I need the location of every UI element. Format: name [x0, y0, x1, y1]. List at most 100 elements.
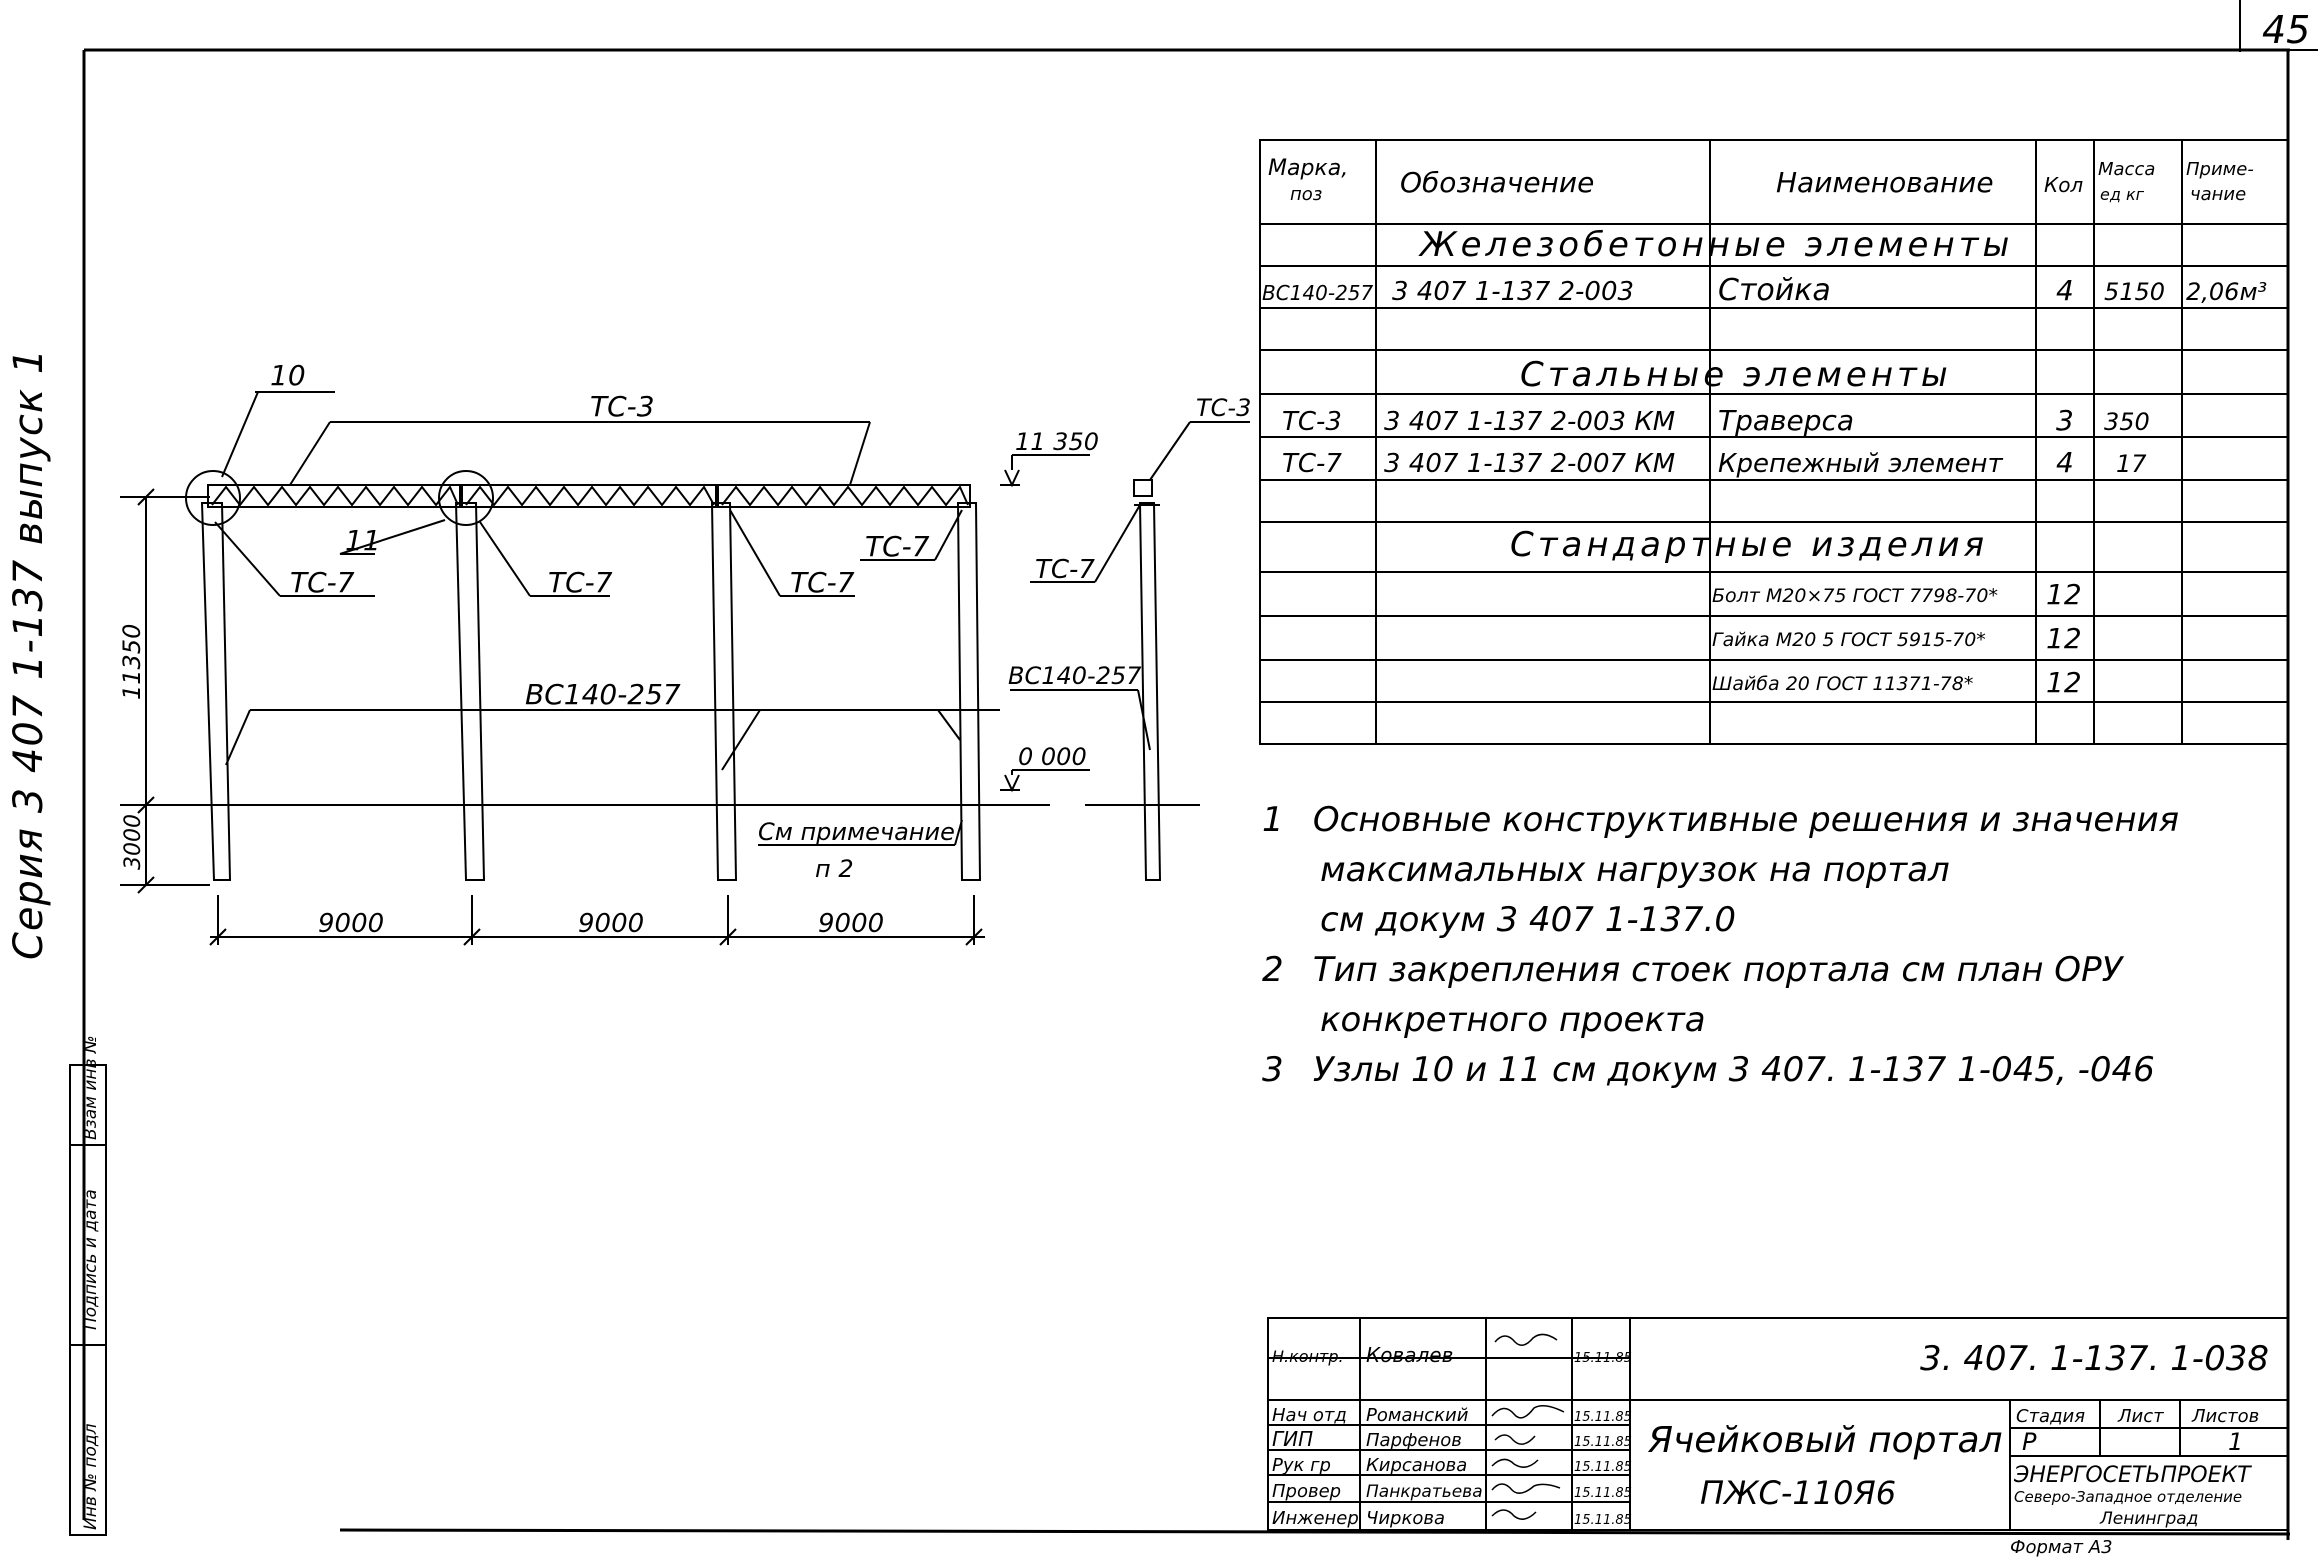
note-1-line-2: максимальных нагрузок на портал — [1320, 850, 1950, 890]
callout-node-10: 10 — [270, 359, 306, 392]
side-label-column: ВС140-257 — [1008, 662, 1142, 690]
row3-name: Крепежный элемент — [1718, 449, 2004, 479]
note-3-line-1: 3 Узлы 10 и 11 см докум 3 407. 1-137 1-0… — [1262, 1045, 2179, 1095]
dim-span-2: 9000 — [578, 909, 644, 939]
hdr-note-1: Приме- — [2186, 159, 2254, 180]
tb-org-1: ЭНЕРГОСЕТЬПРОЕКТ — [2013, 1463, 2252, 1488]
tb-role-5: Инженер — [1272, 1508, 1359, 1529]
row4-qty: 12 — [2046, 578, 2082, 611]
general-notes: 1 Основные конструктивные решения и знач… — [1262, 795, 2179, 1095]
tb-date-2: 15.11.85 — [1574, 1435, 1632, 1450]
hdr-name: Наименование — [1776, 166, 1994, 199]
note-1-line-1: 1 Основные конструктивные решения и знач… — [1262, 795, 2179, 845]
section-std: Стандартные изделия — [1510, 525, 1988, 565]
tb-date-5: 15.11.85 — [1574, 1513, 1632, 1528]
tb-role-1: Нач отд — [1272, 1405, 1347, 1426]
leader-lines — [214, 391, 1250, 846]
row6-name: Шайба 20 ГОСТ 11371-78* — [1712, 673, 1973, 695]
row1-mark: ВС140-257 — [1262, 281, 1374, 305]
tb-sheets-label: Листов — [2191, 1406, 2259, 1427]
tb-role-2: ГИП — [1272, 1427, 1313, 1451]
hdr-qty: Кол — [2044, 173, 2083, 197]
signature-marks — [1491, 1333, 1565, 1520]
dimension-lines — [120, 454, 1090, 946]
row2-name: Траверса — [1718, 404, 1854, 437]
side-stamp-replace: Взам инв № — [81, 1035, 101, 1140]
tb-sheets: 1 — [2228, 1428, 2243, 1456]
tb-date-4: 15.11.85 — [1574, 1486, 1632, 1501]
row3-designation: 3 407 1-137 2-007 КМ — [1384, 449, 1675, 479]
row2-designation: 3 407 1-137 2-003 КМ — [1384, 407, 1675, 437]
label-tc7-4: ТС-7 — [865, 530, 930, 563]
tb-date-3: 15.11.85 — [1574, 1460, 1632, 1475]
row1-name: Стойка — [1718, 273, 1831, 308]
side-label-tc3: ТС-3 — [1196, 394, 1251, 422]
tb-role-3: Рук гр — [1272, 1455, 1331, 1476]
tb-date-1: 15.11.85 — [1574, 1410, 1632, 1425]
note-1-text-1: Основные конструктивные решения и значен… — [1312, 800, 2180, 840]
tb-org-2: Северо-Западное отделение — [2014, 1488, 2242, 1506]
hdr-mass-1: Масса — [2098, 159, 2155, 180]
note-1-number: 1 — [1262, 800, 1284, 840]
tb-name-0: Ковалев — [1366, 1343, 1453, 1367]
callout-node-11: 11 — [345, 524, 381, 557]
tb-name-3: Кирсанова — [1366, 1455, 1467, 1476]
tb-date-0: 15.11.85 — [1574, 1351, 1632, 1366]
row2-qty: 3 — [2056, 404, 2074, 437]
row3-qty: 4 — [2056, 446, 2074, 479]
tb-stage: Р — [2022, 1428, 2037, 1456]
hdr-note-2: чание — [2190, 184, 2246, 205]
note-2-text-1: Тип закрепления стоек портала см план ОР… — [1312, 950, 2123, 990]
row1-qty: 4 — [2056, 274, 2074, 307]
format-label: Формат А3 — [2010, 1537, 2113, 1558]
tb-name-1: Романский — [1366, 1405, 1469, 1426]
label-column: ВС140-257 — [525, 678, 681, 711]
row5-name: Гайка М20 5 ГОСТ 5915-70* — [1712, 629, 1986, 651]
row2-mass: 350 — [2104, 408, 2150, 436]
hdr-mass-2: ед кг — [2100, 185, 2145, 204]
sheet-number: 45 — [2262, 8, 2311, 52]
row3-mass: 17 — [2116, 450, 2147, 478]
label-tc7-3: ТС-7 — [790, 566, 855, 599]
tb-name-5: Чиркова — [1366, 1508, 1445, 1529]
row6-qty: 12 — [2046, 666, 2082, 699]
tb-name-2: Парфенов — [1366, 1430, 1462, 1451]
tb-title-2: ПЖС-110Я6 — [1700, 1474, 1896, 1512]
row1-note: 2,06м³ — [2186, 278, 2267, 306]
see-note-item: п 2 — [815, 855, 854, 883]
row5-qty: 12 — [2046, 622, 2082, 655]
spec-table-grid — [1259, 139, 2289, 745]
row1-designation: 3 407 1-137 2-003 — [1392, 277, 1634, 307]
note-2-number: 2 — [1262, 950, 1284, 990]
side-stamp-sign: Подпись и дата — [81, 1189, 101, 1330]
node-circles — [185, 470, 494, 526]
tb-org-3: Ленинград — [2099, 1509, 2198, 1529]
side-label-tc7: ТС-7 — [1035, 555, 1095, 585]
tb-sheet-label: Лист — [2117, 1406, 2164, 1427]
section-rc: Железобетонные элементы — [1418, 225, 2013, 265]
dim-embed: 3000 — [121, 814, 146, 870]
title-block-grid — [1267, 1317, 2289, 1531]
dim-span-3: 9000 — [818, 909, 884, 939]
elevation-top: 11 350 — [1015, 428, 1099, 456]
side-stamp-frame — [69, 1064, 107, 1536]
note-1-line-3: см докум 3 407 1-137.0 — [1320, 900, 1736, 940]
see-note-label: См примечание — [758, 818, 955, 846]
elevation-zero: 0 000 — [1018, 743, 1087, 771]
dim-span-1: 9000 — [318, 909, 384, 939]
note-2-line-1: 2 Тип закрепления стоек портала см план … — [1262, 945, 2179, 995]
note-3-number: 3 — [1262, 1050, 1284, 1090]
label-tc7-1: ТС-7 — [290, 566, 355, 599]
traverses — [207, 484, 971, 508]
label-tc3: ТС-3 — [590, 390, 655, 423]
row2-mark: ТС-3 — [1282, 407, 1342, 437]
hdr-mark-2: поз — [1290, 184, 1322, 205]
dim-height: 11350 — [118, 624, 146, 700]
tb-name-4: Панкратьева — [1366, 1482, 1483, 1502]
label-tc7-2: ТС-7 — [548, 566, 613, 599]
row1-mass: 5150 — [2104, 278, 2165, 306]
tb-role-4: Провер — [1272, 1481, 1341, 1502]
side-column — [1133, 479, 1162, 881]
row3-mark: ТС-7 — [1282, 449, 1342, 479]
